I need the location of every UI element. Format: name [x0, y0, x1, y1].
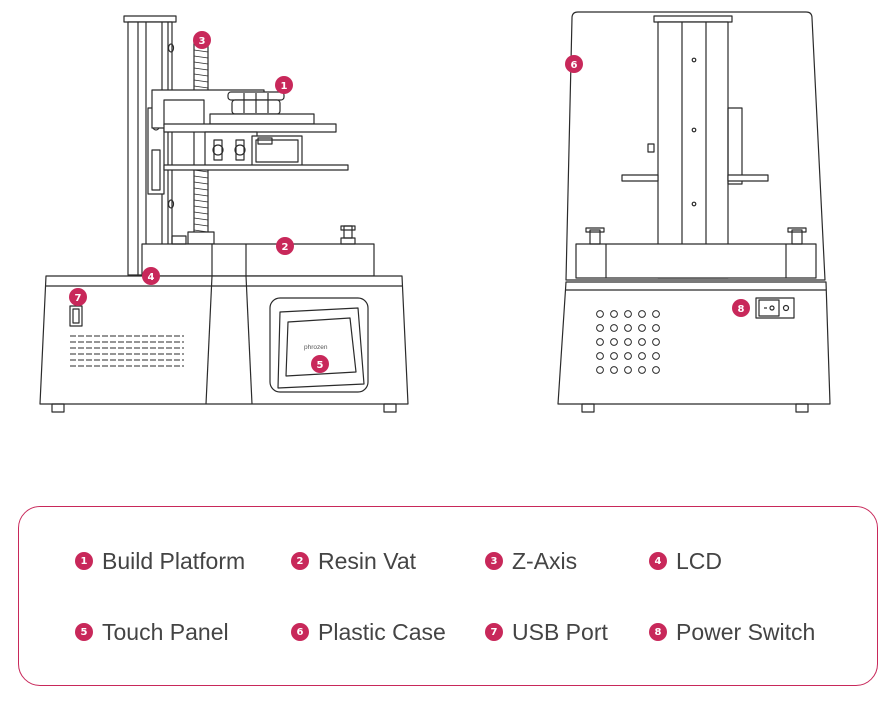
callout-3: 3 [193, 31, 211, 49]
power-switch [755, 297, 795, 319]
build-platform-assembly [147, 89, 349, 195]
callout-2: 2 [276, 237, 294, 255]
legend-label: Build Platform [102, 547, 246, 574]
svg-text:1: 1 [281, 81, 288, 92]
legend-item-power-switch: 8 Power Switch [649, 618, 815, 646]
legend-item-plastic-case: 6 Plastic Case [291, 618, 446, 646]
legend-label: Plastic Case [318, 618, 446, 645]
legend-label: Power Switch [676, 618, 816, 645]
legend-number-badge: 8 [649, 623, 667, 641]
callout-7: 7 [69, 288, 87, 306]
callout-5: 5 [311, 355, 329, 373]
callout-1: 1 [275, 76, 293, 94]
legend-item-build-platform: 1 Build Platform [75, 547, 245, 575]
svg-text:6: 6 [571, 60, 578, 71]
legend-number-badge: 3 [485, 552, 503, 570]
svg-text:8: 8 [738, 304, 745, 315]
legend-item-usb-port: 7 USB Port [485, 618, 608, 646]
front-view: phrozen [39, 15, 409, 413]
back-vat [575, 227, 817, 279]
callouts: 1 2 3 4 5 7 6 8 [69, 31, 750, 373]
svg-text:7: 7 [75, 293, 82, 304]
touch-panel: phrozen [269, 297, 369, 393]
back-column [621, 15, 769, 279]
callout-8: 8 [732, 299, 750, 317]
callout-6: 6 [565, 55, 583, 73]
svg-text:2: 2 [282, 242, 289, 253]
legend-label: USB Port [512, 618, 608, 645]
legend-number-badge: 4 [649, 552, 667, 570]
legend-number-badge: 5 [75, 623, 93, 641]
legend-item-resin-vat: 2 Resin Vat [291, 547, 416, 575]
svg-text:4: 4 [148, 272, 155, 283]
svg-text:3: 3 [199, 36, 206, 47]
legend-label: Touch Panel [102, 618, 229, 645]
back-base [557, 281, 831, 413]
resin-vat [141, 225, 375, 277]
legend-item-lcd: 4 LCD [649, 547, 722, 575]
legend-number-badge: 6 [291, 623, 309, 641]
screen-brand-text: phrozen [304, 344, 328, 351]
legend-number-badge: 7 [485, 623, 503, 641]
legend-label: LCD [676, 547, 723, 574]
legend-label: Z-Axis [512, 547, 578, 574]
legend-number-badge: 1 [75, 552, 93, 570]
legend-item-touch-panel: 5 Touch Panel [75, 618, 229, 646]
callout-4: 4 [142, 267, 160, 285]
legend-label: Resin Vat [318, 547, 417, 574]
legend-item-z-axis: 3 Z-Axis [485, 547, 577, 575]
svg-text:5: 5 [317, 360, 324, 371]
legend-number-badge: 2 [291, 552, 309, 570]
back-view [557, 11, 831, 413]
legend-box: 1 Build Platform 2 Resin Vat 3 Z-Axis 4 … [18, 506, 878, 686]
